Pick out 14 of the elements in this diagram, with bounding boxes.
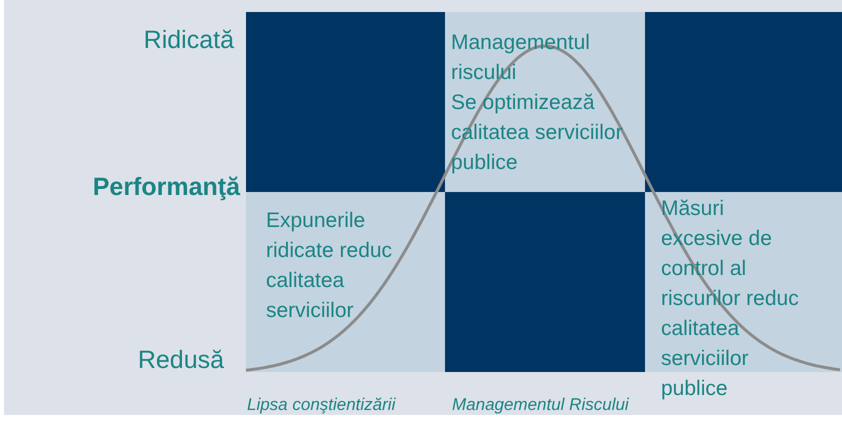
axis-category-label: Lipsa conştientizării [247,395,396,415]
axis-level-label: Ridicată [144,26,234,55]
axis-level-label: Redusă [138,346,224,375]
quadrant-block [246,12,445,192]
quadrant-block [645,12,842,192]
axis-title: Performanţă [92,173,240,202]
panel-text: Se optimizează calitatea serviciilor publice [451,90,624,176]
panel-text: Expunerile ridicate reduc calitatea serviciilor [266,208,394,324]
quadrant-block [445,192,645,372]
quadrant-panel [445,12,645,192]
panel-heading: Managementul riscului [451,30,591,86]
quadrant-panel [246,192,445,372]
axis-category-label: Managementul Riscului [452,395,629,415]
panel-text: Măsuri excesive de control al riscurilor reduc calitatea serviciilor publice [661,196,800,402]
